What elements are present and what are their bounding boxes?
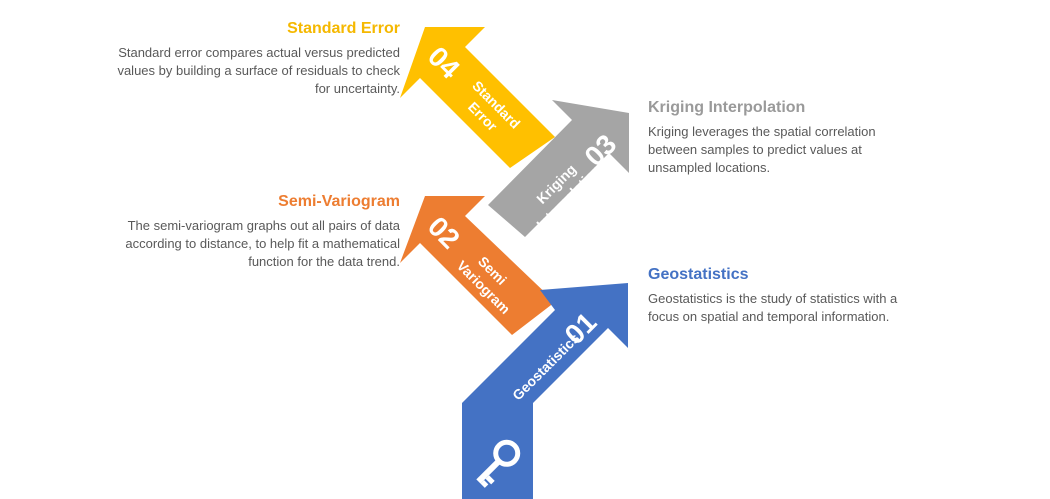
step-01-block: Geostatistics Geostatistics is the study… (648, 266, 918, 326)
step-02-description: The semi-variogram graphs out all pairs … (125, 218, 400, 269)
arrow-04 (400, 27, 555, 168)
arrow-02 (400, 196, 555, 335)
arrow-01 (462, 283, 628, 499)
step-02-block: Semi-Variogram The semi-variogram graphs… (120, 193, 400, 271)
step-01-description: Geostatistics is the study of statistics… (648, 291, 898, 324)
step-04-title: Standard Error (287, 20, 400, 37)
step-03-description: Kriging leverages the spatial correlatio… (648, 124, 876, 175)
step-03-block: Kriging Interpolation Kriging leverages … (648, 99, 908, 177)
step-02-title: Semi-Variogram (278, 193, 400, 210)
key-icon (476, 439, 521, 488)
step-03-title: Kriging Interpolation (648, 99, 806, 116)
step-04-description: Standard error compares actual versus pr… (117, 45, 400, 96)
arrow-03 (488, 100, 629, 237)
step-01-title: Geostatistics (648, 266, 749, 283)
step-04-block: Standard Error Standard error compares a… (110, 20, 400, 98)
